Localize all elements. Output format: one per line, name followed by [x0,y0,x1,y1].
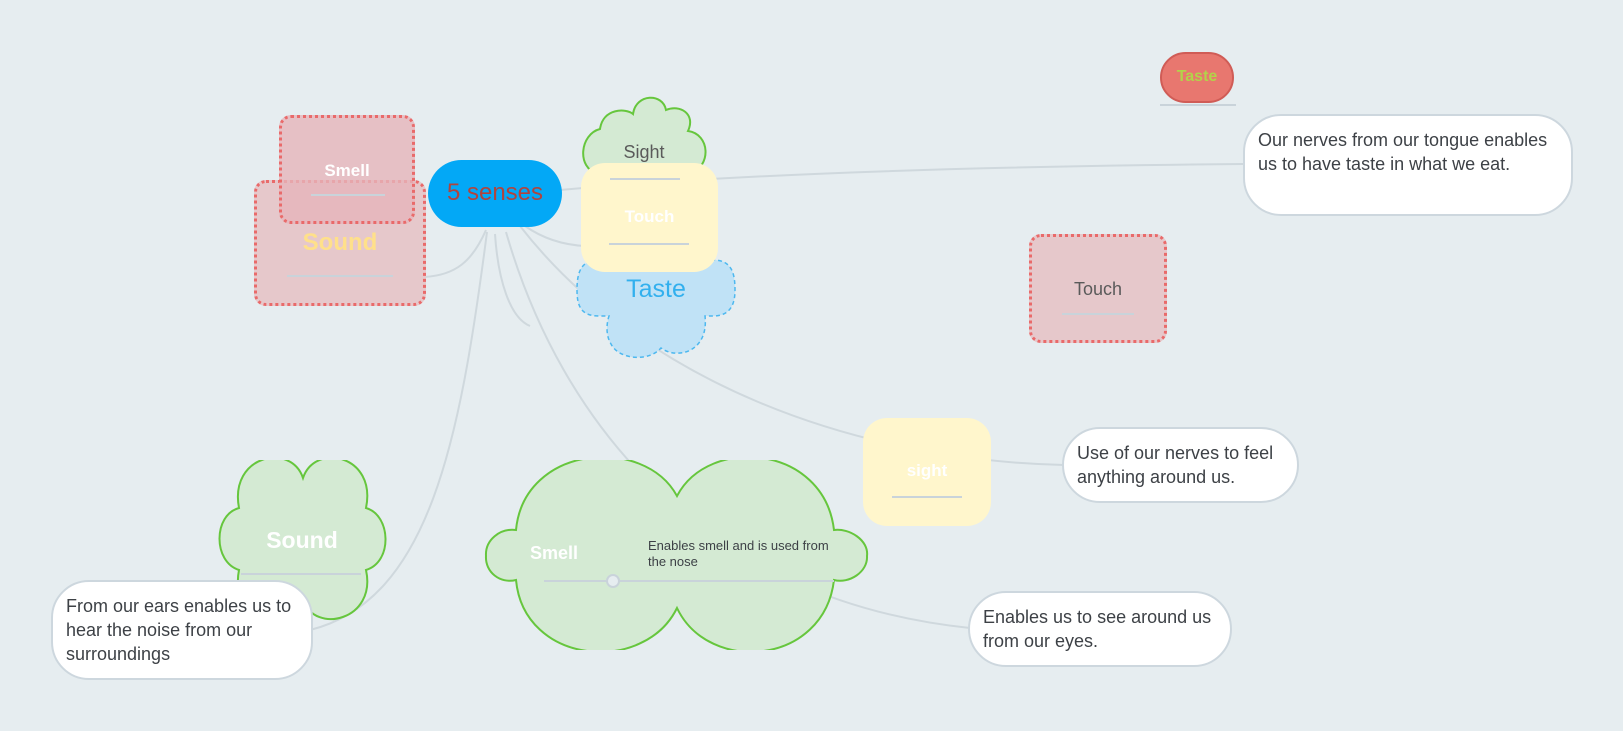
sight-note-bubble[interactable]: Enables us to see around us from our eye… [968,591,1232,667]
touch-yellow-label: Touch [624,207,675,226]
touch-pink-label: Touch [1073,279,1123,299]
touch-note-bubble[interactable]: Use of our nerves to feel anything aroun… [1062,427,1299,503]
central-topic[interactable]: 5 senses [428,160,562,227]
connector-stub [494,233,531,327]
sound-cloud-topic[interactable]: Sound [211,460,393,623]
cloud-shape [218,460,387,621]
connector-touch-yellow [524,225,586,247]
taste-pill-label: Taste [1176,68,1218,85]
cloud-shape [576,259,736,359]
sound-note-bubble[interactable]: From our ears enables us to hear the noi… [51,580,313,680]
taste-pill-underline [1160,104,1236,106]
touch-yellow-topic[interactable]: Touch [581,163,718,272]
smell-cloud-note: Enables smell and is used from the nose [648,538,829,569]
cloud-shape [484,460,869,650]
smell-pink-topic[interactable]: Smell [279,115,415,224]
underline [287,275,393,277]
sound-pink-label: Sound [302,229,378,256]
sound-cloud-label: Sound [266,527,338,553]
smell-pink-label: Smell [324,161,370,180]
connector-sound-pink [424,229,487,278]
underline [311,194,385,196]
underline [892,496,962,498]
smell-cloud-label: Smell [530,543,579,563]
taste-note-bubble[interactable]: Our nerves from our tongue enables us to… [1243,114,1573,216]
taste-cloud-topic[interactable]: Taste [575,252,737,364]
taste-cloud-label: Taste [626,275,686,303]
smell-cloud-topic[interactable]: Smell Enables smell and is used from the… [484,460,870,650]
underline [1062,313,1134,315]
taste-pill-topic[interactable]: Taste [1160,52,1234,103]
sight-yellow-topic[interactable]: sight [863,418,991,526]
touch-pink-topic[interactable]: Touch [1029,234,1167,343]
sight-yellow-label: sight [906,461,948,480]
sight-cloud-label: Sight [623,142,665,162]
sight-cloud-underline [610,178,680,180]
central-topic-label: 5 senses [446,179,544,206]
underline [609,243,689,245]
